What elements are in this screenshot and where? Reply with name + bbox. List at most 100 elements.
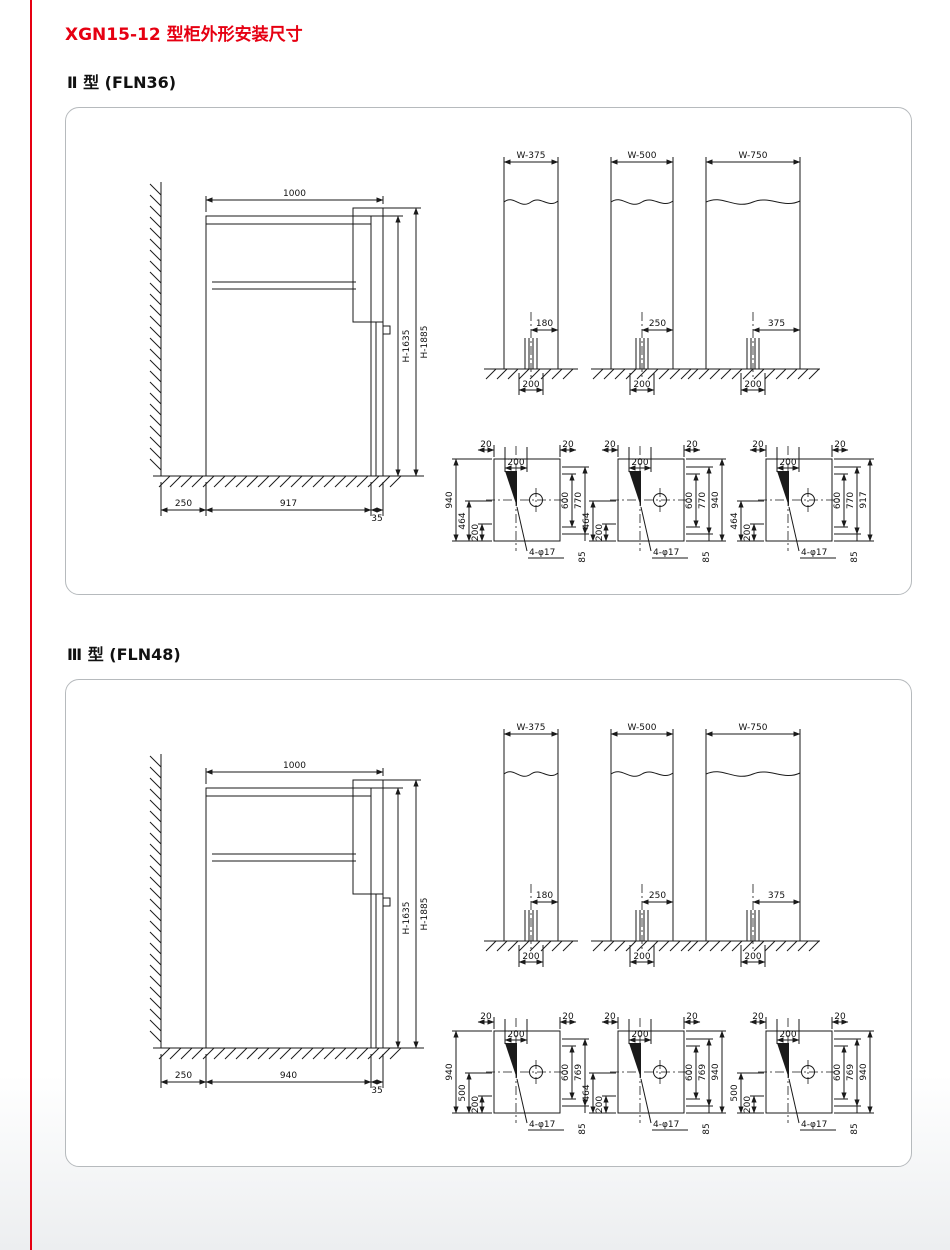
plan-dim-label: 200 <box>743 1096 753 1113</box>
front-base-dim-label: 200 <box>744 952 761 962</box>
side-height-dim-label: H-1635 <box>402 330 412 363</box>
ground-hatch <box>786 940 798 952</box>
ground-hatch <box>658 940 670 952</box>
side-height-dim-label: H-1885 <box>420 326 430 359</box>
side-height-dim-label: H-1635 <box>402 902 412 935</box>
wall-hatch <box>149 183 162 196</box>
floor-hatch <box>279 1047 292 1060</box>
front-base-dim-label: 200 <box>522 380 539 390</box>
wall-hatch <box>149 887 162 900</box>
plan-dim-label: 20 <box>562 440 574 450</box>
wall-hatch <box>149 392 162 405</box>
wall-hatch <box>149 986 162 999</box>
ground-hatch <box>625 368 637 380</box>
ground-hatch <box>709 940 721 952</box>
floor-hatch <box>191 1047 204 1060</box>
plan-dim-label: 940 <box>445 491 455 508</box>
ground-hatch <box>658 368 670 380</box>
ground-hatch <box>808 940 820 952</box>
cable-wedge <box>629 471 641 507</box>
ground-hatch <box>764 368 776 380</box>
wall-hatch <box>149 293 162 306</box>
ground-hatch <box>562 368 574 380</box>
front-width-dim-label: W-375 <box>517 723 546 733</box>
holes-label: 4-φ17 <box>529 548 555 558</box>
ground-hatch <box>551 940 563 952</box>
plan-dim-label: 20 <box>686 440 698 450</box>
wall-hatch <box>149 447 162 460</box>
floor-hatch <box>389 475 402 488</box>
ground-hatch <box>551 368 563 380</box>
floor-hatch <box>257 1047 270 1060</box>
wall-hatch <box>149 931 162 944</box>
wall-hatch <box>149 359 162 372</box>
floor-hatch <box>290 1047 303 1060</box>
plan-dim-label: 20 <box>604 440 616 450</box>
bolt-hole <box>529 493 543 507</box>
plan-dim-label: 600 <box>561 1064 571 1081</box>
plan-dim-label: 770 <box>698 492 708 509</box>
floor-hatch <box>290 475 303 488</box>
plan-dim-label: 85 <box>850 551 860 562</box>
plan-dim-label: 769 <box>846 1064 856 1081</box>
plan-dim-label: 200 <box>779 1030 796 1040</box>
side-height-dim-label: H-1885 <box>420 898 430 931</box>
plan-dim-label: 20 <box>752 440 764 450</box>
ground-hatch <box>592 368 604 380</box>
plan-dim-label: 85 <box>578 1123 588 1134</box>
plan-dim-label: 20 <box>834 1012 846 1022</box>
wall-hatch <box>149 766 162 779</box>
leader-line <box>788 1078 800 1124</box>
wall-hatch <box>149 458 162 471</box>
ground-hatch <box>647 368 659 380</box>
plan-dim-label: 500 <box>458 1084 468 1101</box>
side-bottom-dim-label: 940 <box>280 1071 297 1081</box>
wall-hatch <box>149 777 162 790</box>
ground-hatch <box>669 368 681 380</box>
ground-hatch <box>687 368 699 380</box>
ground-hatch <box>720 368 732 380</box>
side-top-dim-label: 1000 <box>283 761 306 771</box>
ground-hatch <box>507 940 519 952</box>
wall-hatch <box>149 326 162 339</box>
plan-dim-label: 600 <box>685 492 695 509</box>
ground-hatch <box>808 368 820 380</box>
side-bottom-dim-label: 35 <box>371 1086 382 1096</box>
holes-label: 4-φ17 <box>653 1120 679 1130</box>
ground-hatch <box>680 940 692 952</box>
ground-hatch <box>731 368 743 380</box>
plan-dim-label: 200 <box>779 458 796 468</box>
ground-hatch <box>603 940 615 952</box>
floor-hatch <box>301 475 314 488</box>
wall-hatch <box>149 337 162 350</box>
floor-hatch <box>224 475 237 488</box>
floor-hatch <box>367 475 380 488</box>
plan-dim-label: 200 <box>631 1030 648 1040</box>
plan-dim-label: 20 <box>562 1012 574 1022</box>
floor-hatch <box>268 1047 281 1060</box>
ground-hatch <box>614 368 626 380</box>
holes-label: 4-φ17 <box>801 1120 827 1130</box>
break-line <box>503 199 559 205</box>
floor-hatch <box>312 1047 325 1060</box>
bolt-hole <box>529 1065 543 1079</box>
wall-hatch <box>149 920 162 933</box>
break-line <box>610 199 674 205</box>
ground-hatch <box>614 940 626 952</box>
ground-hatch <box>507 368 519 380</box>
side-bottom-dim-label: 250 <box>175 499 192 509</box>
ground-hatch <box>496 940 508 952</box>
ground-hatch <box>603 368 615 380</box>
ground-hatch <box>485 368 497 380</box>
plan-dim-label: 940 <box>711 491 721 508</box>
wall-hatch <box>149 436 162 449</box>
wall-hatch <box>149 975 162 988</box>
cabinet-body <box>205 215 372 477</box>
front-base-dim-label: 200 <box>522 952 539 962</box>
side-bottom-dim-label: 250 <box>175 1071 192 1081</box>
plan-dim-label: 85 <box>578 551 588 562</box>
front-offset-dim-label: 180 <box>536 319 553 329</box>
